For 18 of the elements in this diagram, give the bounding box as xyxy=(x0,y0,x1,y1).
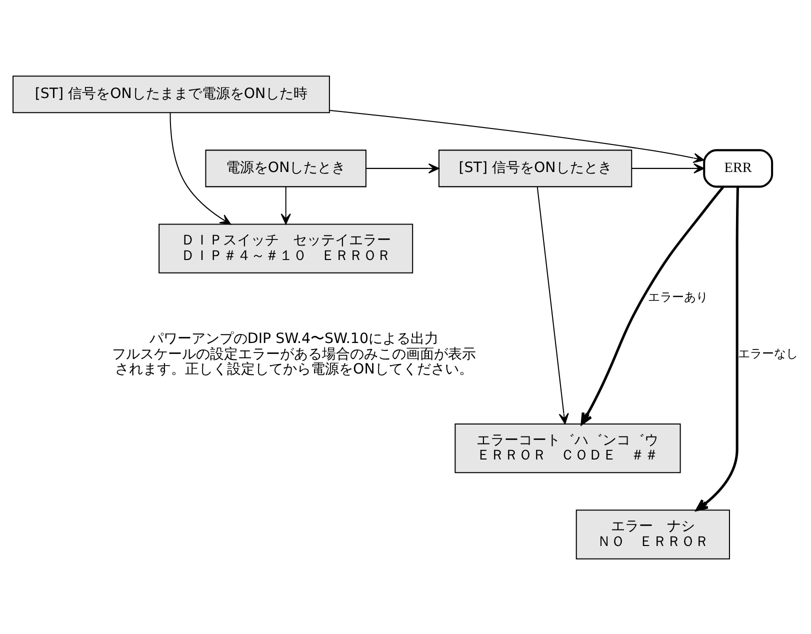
edge-label: エラーあり xyxy=(647,289,708,304)
node-box: エラー ナシ ＮＯ ＥＲＲＯＲ xyxy=(575,509,730,559)
arrow xyxy=(695,186,739,511)
node-box: [ST] 信号をONしたとき xyxy=(438,149,632,187)
label: パワーアンプのDIP SW.4〜SW.10による出力フルスケールの設定エラーがある場合のみこの画面が表示されます。正しく設定してから電源をONしてください。 xyxy=(111,330,476,377)
node-box: [ST] 信号をONしたままで電源をONした時 xyxy=(12,75,330,113)
arrow xyxy=(280,186,290,224)
node-box: 電源をONしたとき xyxy=(204,149,366,187)
node-box: ERR xyxy=(702,148,773,188)
arrow xyxy=(169,112,231,224)
arrow xyxy=(329,109,704,163)
arrow xyxy=(366,162,439,173)
arrow xyxy=(631,162,704,173)
arrow xyxy=(580,186,724,424)
node-box: エラーコート゛ハ゛ンコ゛ウ ＥＲＲＯＲ ＣＯＤＥ ＃＃ xyxy=(454,422,680,473)
node-box: ＤＩＰスイッチ セッテイエラー ＤＩＰ＃４～＃１０ ＥＲＲＯＲ xyxy=(158,223,413,273)
edge-label: エラーなし xyxy=(738,346,798,360)
arrow xyxy=(536,186,568,424)
